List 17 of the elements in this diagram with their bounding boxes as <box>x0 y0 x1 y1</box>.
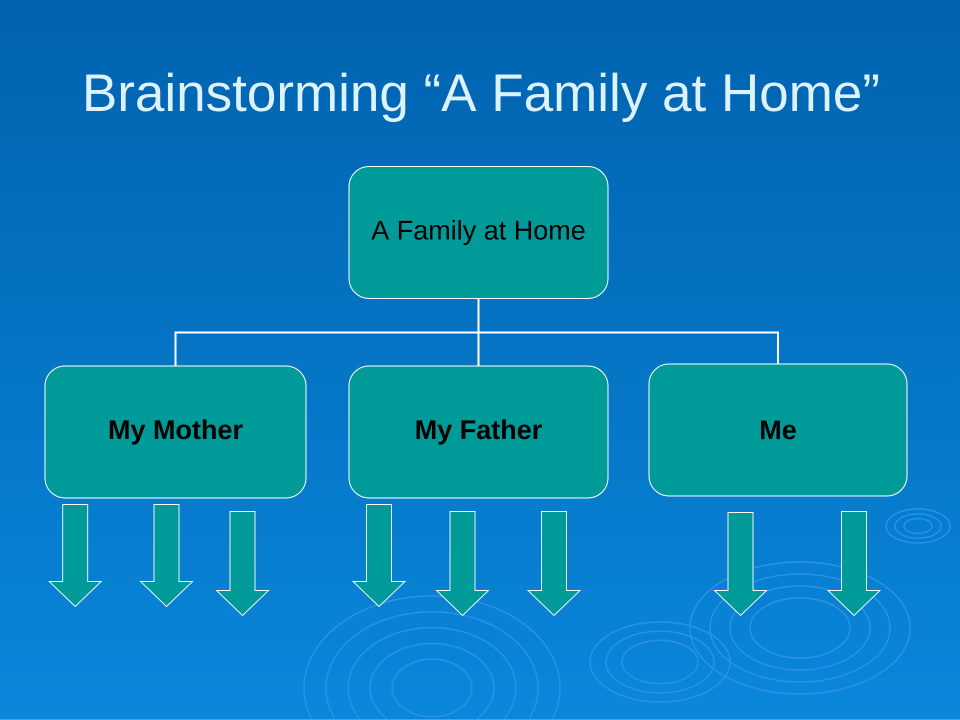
block-arrow <box>826 511 882 616</box>
connector-line <box>478 299 480 332</box>
connector-line <box>174 332 478 366</box>
process-box: My Mother <box>44 366 306 498</box>
process-box: A Family at Home <box>348 166 608 299</box>
block-arrow <box>435 511 490 616</box>
block-arrow <box>48 504 102 608</box>
block-arrow <box>215 511 270 616</box>
slide-title: Brainstorming “A Family at Home” <box>86 72 878 122</box>
block-arrow <box>713 512 768 616</box>
connector-line <box>478 332 480 366</box>
block-arrow <box>139 504 194 608</box>
block-arrow <box>526 511 582 616</box>
block-arrow <box>352 504 406 608</box>
process-box: Me <box>648 364 908 496</box>
process-box: My Father <box>348 366 608 498</box>
connector-line <box>478 332 779 364</box>
